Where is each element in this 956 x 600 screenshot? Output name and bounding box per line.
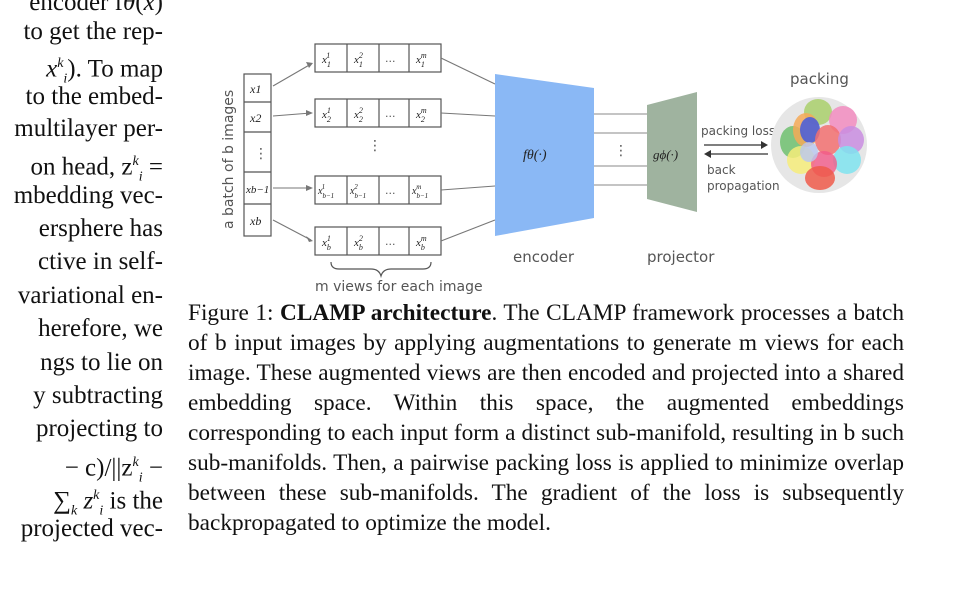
arrow-heads	[306, 62, 313, 242]
svg-text:xb2: xb2	[353, 234, 363, 252]
caption-title: CLAMP architecture	[280, 300, 492, 326]
input-column	[243, 73, 272, 237]
encoder-projector-lines	[594, 113, 647, 186]
input-x1: x1	[249, 82, 261, 96]
left-line: ∑k zki is the	[53, 487, 163, 519]
figure-caption: Figure 1: CLAMP architecture. The CLAMP …	[188, 298, 904, 538]
left-line: y subtracting	[33, 382, 163, 409]
input-xb-1: xb−1	[245, 184, 269, 196]
left-line: encoder fθ(x)	[29, 0, 163, 16]
view-dots: ...	[385, 184, 396, 197]
left-line: projecting to	[35, 415, 163, 442]
view-dots: ...	[385, 235, 396, 248]
encoder-label: encoder	[513, 248, 575, 266]
svg-text:x22: x22	[353, 106, 363, 124]
packing-title: packing	[790, 70, 849, 88]
svg-text:x21: x21	[321, 106, 331, 124]
svg-text:x1m: x1m	[415, 51, 427, 69]
left-line: xki). To map	[46, 55, 163, 87]
left-line: to the embed-	[25, 83, 163, 110]
packing-visualization	[771, 97, 867, 193]
left-line: ngs to lie on	[40, 349, 163, 376]
left-line: to get the rep-	[23, 18, 163, 45]
view-labels: x11 x12 x1m x21 x22 x2m xb−11 xb−12 xb−1…	[317, 51, 428, 252]
projector-function: gϕ(·)	[653, 147, 678, 162]
left-line: herefore, we	[38, 315, 163, 342]
left-line: − c)/||zki −	[64, 454, 163, 486]
encoder-block	[495, 74, 594, 236]
mid-vdots: ⋮	[614, 143, 628, 159]
view-dots: ...	[385, 52, 396, 65]
encoder-function: fθ(·)	[523, 148, 547, 163]
rows-vdots: ⋮	[368, 138, 382, 154]
svg-text:x2m: x2m	[415, 106, 427, 124]
projector-block	[647, 92, 697, 212]
encoder-input-lines	[440, 57, 496, 242]
input-vdots: ⋮	[254, 146, 268, 162]
caption-label: Figure 1:	[188, 300, 274, 326]
svg-text:xbm: xbm	[415, 234, 427, 252]
views-label: m views for each image	[315, 279, 483, 295]
input-arrows	[272, 63, 312, 241]
view-rows	[314, 43, 442, 256]
svg-text:x12: x12	[353, 51, 363, 69]
input-x2: x2	[249, 111, 261, 125]
left-line: ctive in self-	[38, 248, 163, 275]
left-column-text: encoder fθ(x) to get the rep- xki). To m…	[0, 0, 163, 560]
packing-loss-label: packing loss	[701, 124, 775, 138]
projector-label: projector	[647, 248, 715, 266]
back-label: back	[707, 163, 736, 177]
clamp-architecture-figure: a batch of b images x1 x2 ⋮ xb−1 xb x11	[221, 43, 867, 295]
input-xb: xb	[249, 214, 261, 228]
loss-arrows	[704, 141, 768, 158]
svg-text:xb1: xb1	[321, 234, 331, 252]
left-line: projected vec-	[20, 515, 163, 542]
caption-body: . The CLAMP framework processes a batch …	[188, 300, 905, 536]
propagation-label: propagation	[707, 179, 780, 193]
left-line: ersphere has	[38, 215, 163, 242]
svg-text:x11: x11	[321, 51, 331, 69]
left-line: mbedding vec-	[13, 182, 163, 209]
batch-label: a batch of b images	[221, 90, 237, 229]
view-dots: ...	[385, 107, 396, 120]
left-line: multilayer per-	[14, 115, 163, 142]
left-line: on head, zki =	[30, 153, 163, 185]
left-line: variational en-	[17, 282, 163, 309]
views-brace	[330, 261, 432, 279]
